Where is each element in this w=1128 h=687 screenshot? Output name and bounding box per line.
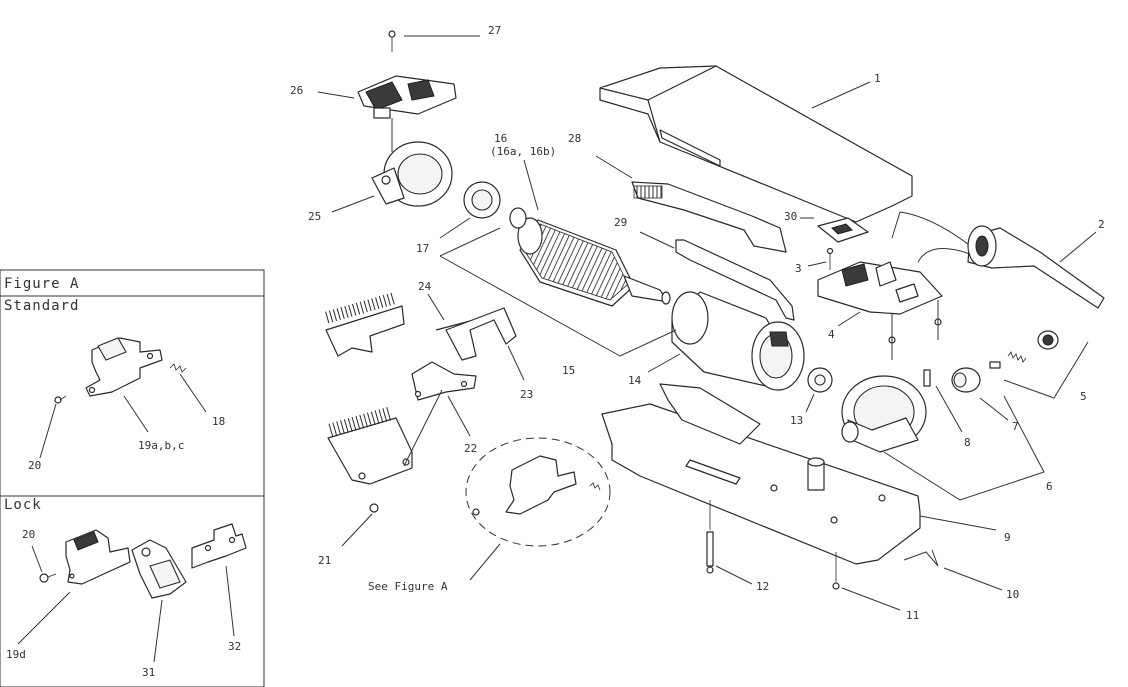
motor-frame-ring [841, 375, 927, 453]
screw-3 [826, 247, 834, 270]
callout-17: 17 [416, 242, 429, 255]
see-figure-a-label: See Figure A [368, 580, 448, 593]
switch-plate-30 [817, 217, 869, 243]
bottom-blade [326, 406, 413, 485]
callout-19abc: 19a,b,c [138, 439, 184, 452]
callout-24: 24 [418, 280, 432, 293]
callout-16-sub: (16a, 16b) [490, 145, 556, 158]
callout-12: 12 [756, 580, 769, 593]
cam-7 [951, 367, 981, 393]
switch-assembly-4 [817, 261, 943, 360]
blade-bracket-lock-19d [65, 529, 131, 585]
screw-21 [369, 503, 379, 513]
callout-21: 21 [318, 554, 331, 567]
screw-11 [832, 552, 840, 590]
lever-29 [675, 239, 795, 321]
callout-32: 32 [228, 640, 241, 653]
callout-28: 28 [568, 132, 581, 145]
callout-18: 18 [212, 415, 225, 428]
motor-housing-14 [671, 291, 805, 391]
housing-top-cover-1 [599, 65, 913, 223]
callout-8: 8 [964, 436, 971, 449]
callout-20-standard: 20 [28, 459, 41, 472]
lock-spring-plate-32 [191, 523, 247, 569]
adjuster-knob-5 [989, 330, 1059, 369]
callout-19d: 19d [6, 648, 26, 661]
callout-10: 10 [1006, 588, 1019, 601]
callout-14: 14 [628, 374, 642, 387]
standard-heading: Standard [4, 298, 79, 314]
callout-27: 27 [488, 24, 501, 37]
callout-25: 25 [308, 210, 321, 223]
lock-heading: Lock [4, 497, 42, 513]
callout-1: 1 [874, 72, 881, 85]
callout-23: 23 [520, 388, 533, 401]
callout-26: 26 [290, 84, 303, 97]
callout-31: 31 [142, 666, 155, 679]
spring-18 [169, 363, 187, 373]
callout-29: 29 [614, 216, 627, 229]
callout-13: 13 [790, 414, 803, 427]
screw-20-standard [54, 395, 67, 404]
callout-3: 3 [795, 262, 802, 275]
hanger-clip-10 [903, 549, 939, 567]
power-cord-2 [891, 211, 1105, 309]
blade-guide-22 [411, 361, 477, 401]
screw-20-lock [39, 573, 57, 583]
top-blade [322, 292, 405, 357]
inset-frame [0, 269, 265, 687]
callout-22: 22 [464, 442, 477, 455]
spring-plate-28 [631, 181, 787, 253]
figure-a-title: Figure A [4, 276, 79, 292]
callout-4: 4 [828, 328, 835, 341]
figure-a-inset: Figure A Standard Lock 19a,b,c 18 20 [0, 269, 265, 687]
callout-11: 11 [906, 609, 919, 622]
housing-bottom-9 [601, 383, 921, 565]
bearing-17 [463, 181, 501, 219]
callout-9: 9 [1004, 531, 1011, 544]
pin-8 [923, 369, 931, 387]
callout-7: 7 [1012, 420, 1019, 433]
figure-a-reference [465, 437, 611, 547]
callout-16: 16 [494, 132, 507, 145]
bearing-13 [807, 367, 833, 393]
blade-clip-24 [435, 307, 517, 361]
armature-16 [509, 207, 671, 307]
callout-30: 30 [784, 210, 797, 223]
callout-20-lock: 20 [22, 528, 35, 541]
fan-housing-25 [371, 141, 453, 207]
screw-27 [388, 30, 396, 52]
callout-6: 6 [1046, 480, 1053, 493]
blade-holder-26 [357, 75, 457, 119]
blade-bracket-standard [85, 337, 163, 397]
screw-12 [706, 500, 714, 574]
callout-2: 2 [1098, 218, 1105, 231]
callout-15: 15 [562, 364, 575, 377]
callout-5: 5 [1080, 390, 1087, 403]
lock-plate-31 [131, 539, 187, 599]
